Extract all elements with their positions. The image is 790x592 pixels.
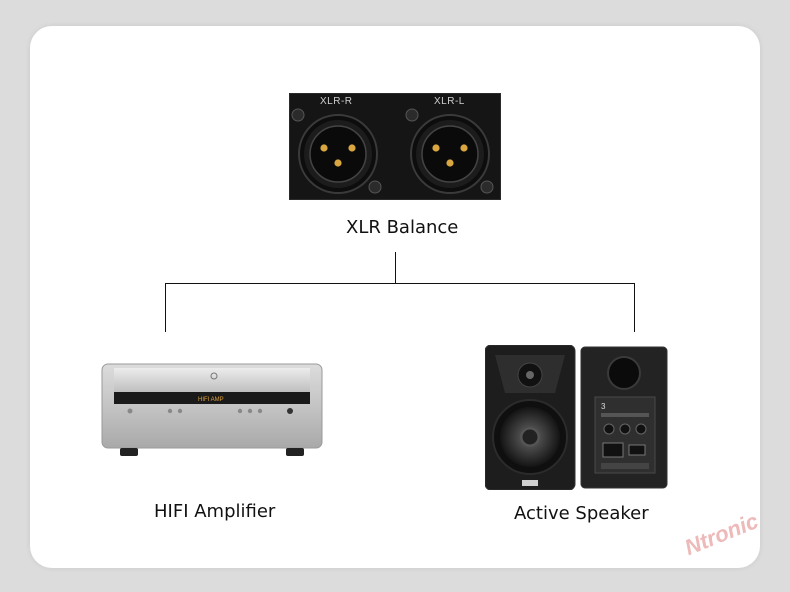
speaker-rear-model: 3 <box>601 402 606 411</box>
xlr-l-label: XLR-L <box>434 96 465 107</box>
xlr-jack-left: XLR-L <box>405 96 494 194</box>
connector-right-drop <box>634 283 635 332</box>
output-label-amplifier: HIFI Amplifier <box>154 501 276 522</box>
amp-display-text: HIFI AMP <box>198 397 224 403</box>
hifi-amplifier-image: HIFI AMP <box>101 363 323 456</box>
speaker-rear: 3 <box>580 346 668 489</box>
xlr-jack-right: XLR-R <box>291 96 382 194</box>
active-speaker-image: 3 <box>485 345 668 490</box>
source-label: XLR Balance <box>346 217 459 238</box>
connector-bar <box>165 283 635 284</box>
output-label-speaker: Active Speaker <box>514 503 649 524</box>
speaker-front <box>485 345 576 490</box>
xlr-panel-image: XLR-R XLR-L <box>289 93 501 200</box>
xlr-r-label: XLR-R <box>320 96 353 107</box>
connector-stem <box>395 252 396 284</box>
connector-left-drop <box>165 283 166 332</box>
